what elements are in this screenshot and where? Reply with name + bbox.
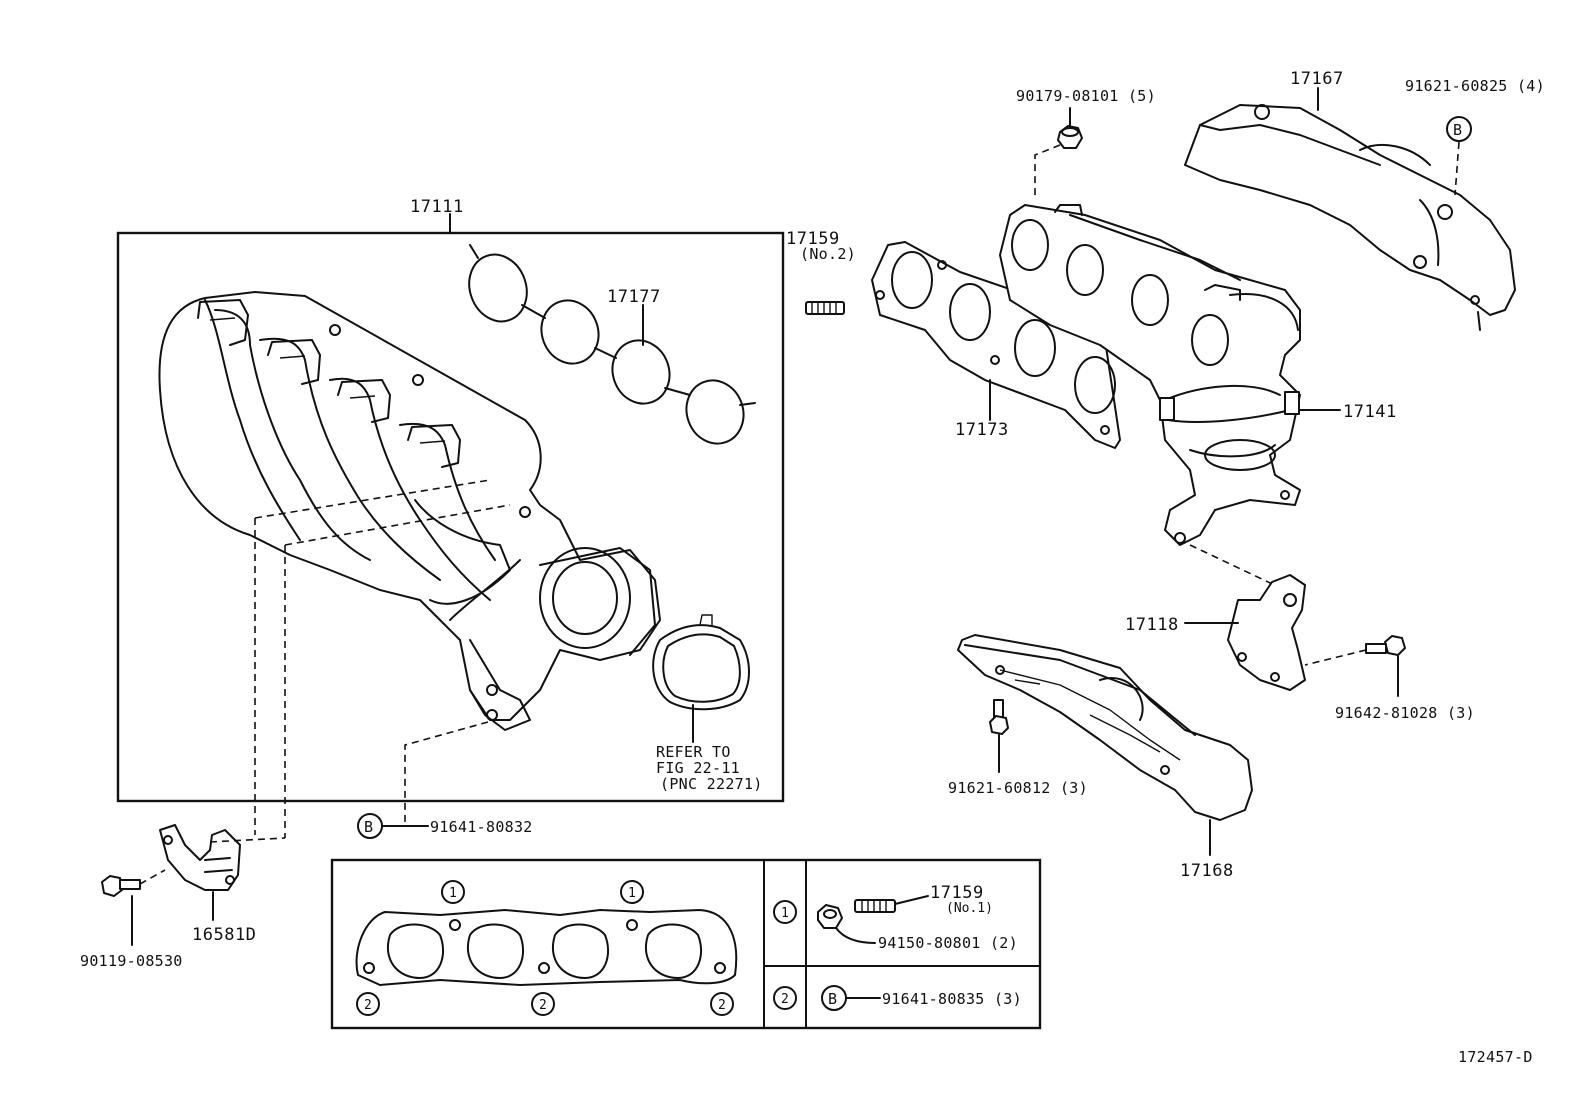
refer-note-line2: FIG 22-11 <box>656 759 740 777</box>
svg-text:1: 1 <box>449 886 457 901</box>
legend-row1-stud[interactable]: 17159 <box>930 883 984 903</box>
lower-insulator-bolt-drawing[interactable] <box>989 699 1009 735</box>
bolt-b-callout[interactable]: B 91641-80832 <box>357 813 533 839</box>
label-bracket-bolt[interactable]: 90119-08530 <box>80 952 183 970</box>
intake-gasket-drawing[interactable] <box>460 244 756 452</box>
label-stud-no2[interactable]: 17159 <box>786 229 840 249</box>
label-intake-gasket[interactable]: 17177 <box>607 287 661 307</box>
marker-1-right: 1 <box>620 880 644 904</box>
exhaust-manifold-drawing[interactable] <box>999 204 1301 546</box>
exhaust-gasket-drawing[interactable] <box>871 241 1121 449</box>
legend-row1-stud-note: (No.1) <box>946 901 993 916</box>
label-intake-manifold[interactable]: 17111 <box>410 197 464 217</box>
throttle-gasket-drawing[interactable] <box>652 614 750 711</box>
legend-row1-nut[interactable]: 94150-80801 (2) <box>878 934 1018 952</box>
label-stud-no2-note: (No.2) <box>800 245 856 263</box>
legend-row1-stud-drawing[interactable] <box>854 899 896 913</box>
intake-manifold-group: 17111 <box>116 197 785 803</box>
bracket-bolt-drawing[interactable] <box>101 875 141 897</box>
svg-text:2: 2 <box>364 998 372 1013</box>
label-upper-insulator[interactable]: 17167 <box>1290 69 1344 89</box>
lower-insulator-drawing[interactable] <box>957 634 1253 821</box>
marker-2-left: 2 <box>356 992 380 1016</box>
label-lower-insulator[interactable]: 17168 <box>1180 861 1234 881</box>
legend-row2-b-marker: B <box>821 985 847 1011</box>
label-exhaust-manifold[interactable]: 17141 <box>1343 402 1397 422</box>
manifold-stay-drawing[interactable] <box>1227 574 1306 691</box>
stay-bolt-drawing[interactable] <box>1365 635 1406 656</box>
label-exhaust-nut[interactable]: 90179-08101 (5) <box>1016 87 1156 105</box>
legend-gasket-drawing <box>355 909 738 986</box>
exhaust-nut-drawing[interactable] <box>1057 125 1083 149</box>
refer-note-line1: REFER TO <box>656 743 731 761</box>
svg-text:2: 2 <box>781 992 789 1007</box>
label-manifold-bolt[interactable]: 91641-80832 <box>430 818 533 836</box>
marker-2-mid: 2 <box>531 992 555 1016</box>
svg-text:2: 2 <box>718 998 726 1013</box>
marker-2-right: 2 <box>710 992 734 1016</box>
label-manifold-stay[interactable]: 17118 <box>1125 615 1179 635</box>
stud-no2-drawing[interactable] <box>805 301 845 315</box>
bracket-drawing[interactable] <box>159 824 241 891</box>
legend-table: 1 1 2 2 2 1 2 <box>330 858 1042 1030</box>
label-insulator-bolt[interactable]: 91621-60825 (4) <box>1405 77 1545 95</box>
marker-1-left: 1 <box>441 880 465 904</box>
upper-insulator-drawing[interactable] <box>1184 104 1516 331</box>
svg-text:1: 1 <box>781 906 789 921</box>
label-lower-insulator-bolt[interactable]: 91621-60812 (3) <box>948 779 1088 797</box>
refer-note-line3: (PNC 22271) <box>660 775 763 793</box>
label-exhaust-gasket[interactable]: 17173 <box>955 420 1009 440</box>
intake-manifold-drawing[interactable] <box>158 291 661 731</box>
svg-text:1: 1 <box>628 886 636 901</box>
insulator-bolt-callout[interactable]: B <box>1446 116 1472 142</box>
svg-text:B: B <box>364 818 373 836</box>
svg-text:2: 2 <box>539 998 547 1013</box>
legend-row1-nut-drawing[interactable] <box>817 904 843 929</box>
legend-row2-bolt[interactable]: 91641-80835 (3) <box>882 990 1022 1008</box>
label-stay-bolt[interactable]: 91642-81028 (3) <box>1335 704 1475 722</box>
svg-text:B: B <box>1453 121 1462 139</box>
legend-row1-marker: 1 <box>773 900 797 924</box>
legend-row2-marker: 2 <box>773 986 797 1010</box>
svg-text:B: B <box>828 990 837 1008</box>
diagram-id: 172457-D <box>1458 1048 1533 1066</box>
label-bracket[interactable]: 16581D <box>192 925 256 945</box>
